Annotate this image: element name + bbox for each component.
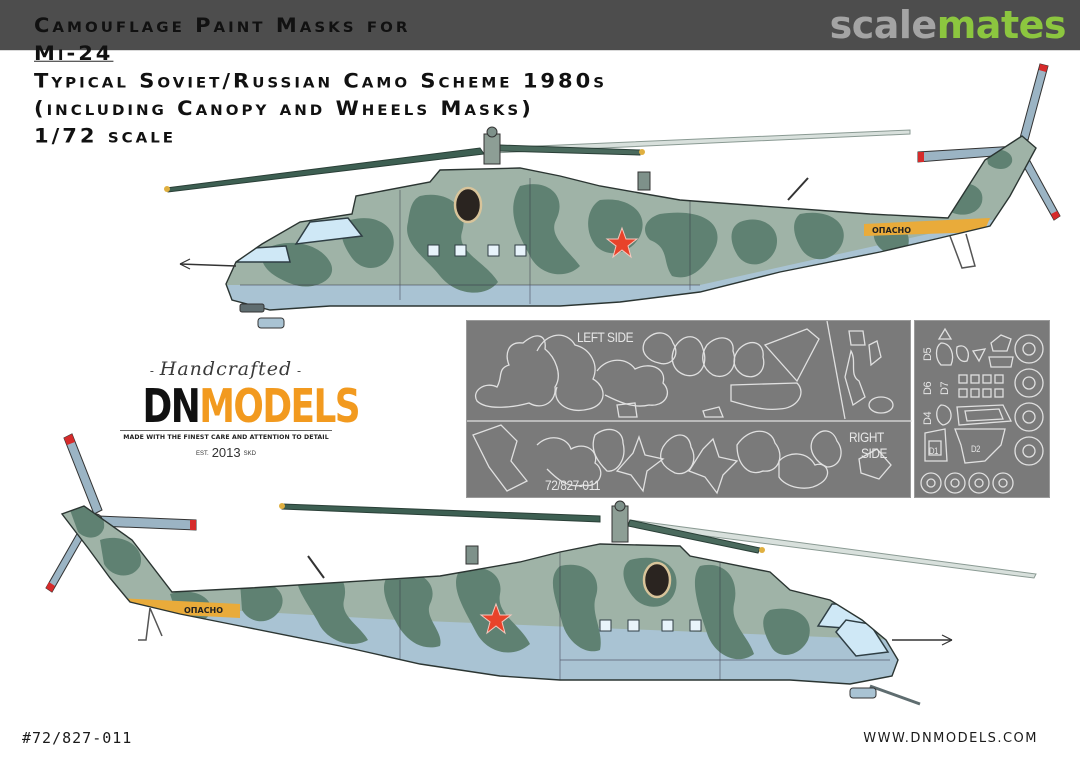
warning-text: ОПАСНО [872,226,911,235]
cabin-windows [599,619,702,632]
red-star-marking [479,602,513,635]
product-code: #72/827-011 [22,729,133,747]
product-title-block: Camouflage Paint Masks for Mi-24 Typical… [34,12,607,150]
mask-label-d4: D4 [922,411,934,425]
window-masks [958,374,1004,398]
scalemates-logo[interactable]: scalemates [829,3,1067,47]
canopy-rear [294,217,364,245]
brand-divider [120,430,332,431]
website-link[interactable]: WWW.DNMODELS.COM [863,731,1038,746]
warning-band [864,218,990,236]
logo-part-mates: mates [936,3,1067,47]
mask-label-d5: D5 [922,347,934,361]
title-model: Mi-24 [34,42,114,65]
right-side-label-1: RIGHT [849,429,884,445]
mask-sheet-code: 72/827-011 [545,477,601,493]
title-line-4: 1/72 scale [34,125,177,148]
dnmodels-logo: Handcrafted DNMODELS MADE WITH THE FINES… [112,358,361,460]
mask-label-d1: D1 [929,446,938,456]
engine-intake [642,561,672,599]
cabin-windows [427,244,527,257]
right-side-label-2: SIDE [861,445,888,461]
mask-sheet-canopy-wheels: D5 D6 D7 D4 D1 D2 [914,320,1050,498]
canopy-front [835,619,890,657]
title-line-3: (including Canopy and Wheels Masks) [34,97,534,120]
brand-wordmark: DNMODELS [142,379,361,433]
brand-tagline: MADE WITH THE FINEST CARE AND ATTENTION … [123,434,329,441]
warning-text: ОПАСНО [184,606,223,615]
brand-script: Handcrafted [112,358,340,380]
logo-part-scale: scale [829,3,938,47]
mask-label-d6: D6 [922,381,934,395]
engine-intake [453,186,483,224]
mask-label-d2: D2 [971,444,980,454]
mask-sheet-camo: LEFT SIDE RIGHT SIDE 72/827-011 [466,320,912,498]
canopy-front [233,245,291,263]
camo-mask-outlines [467,321,912,495]
header-bar: scalemates [0,0,1080,51]
left-side-label: LEFT SIDE [577,329,634,345]
title-line-1: Camouflage Paint Masks for [34,14,411,37]
mask-label-d7: D7 [939,381,951,395]
canopy-wheel-mask-outlines [920,327,1044,494]
red-star-marking [605,226,639,259]
main-rotor-blade [281,503,601,523]
title-line-2: Typical Soviet/Russian Camo Scheme 1980s [34,69,608,93]
